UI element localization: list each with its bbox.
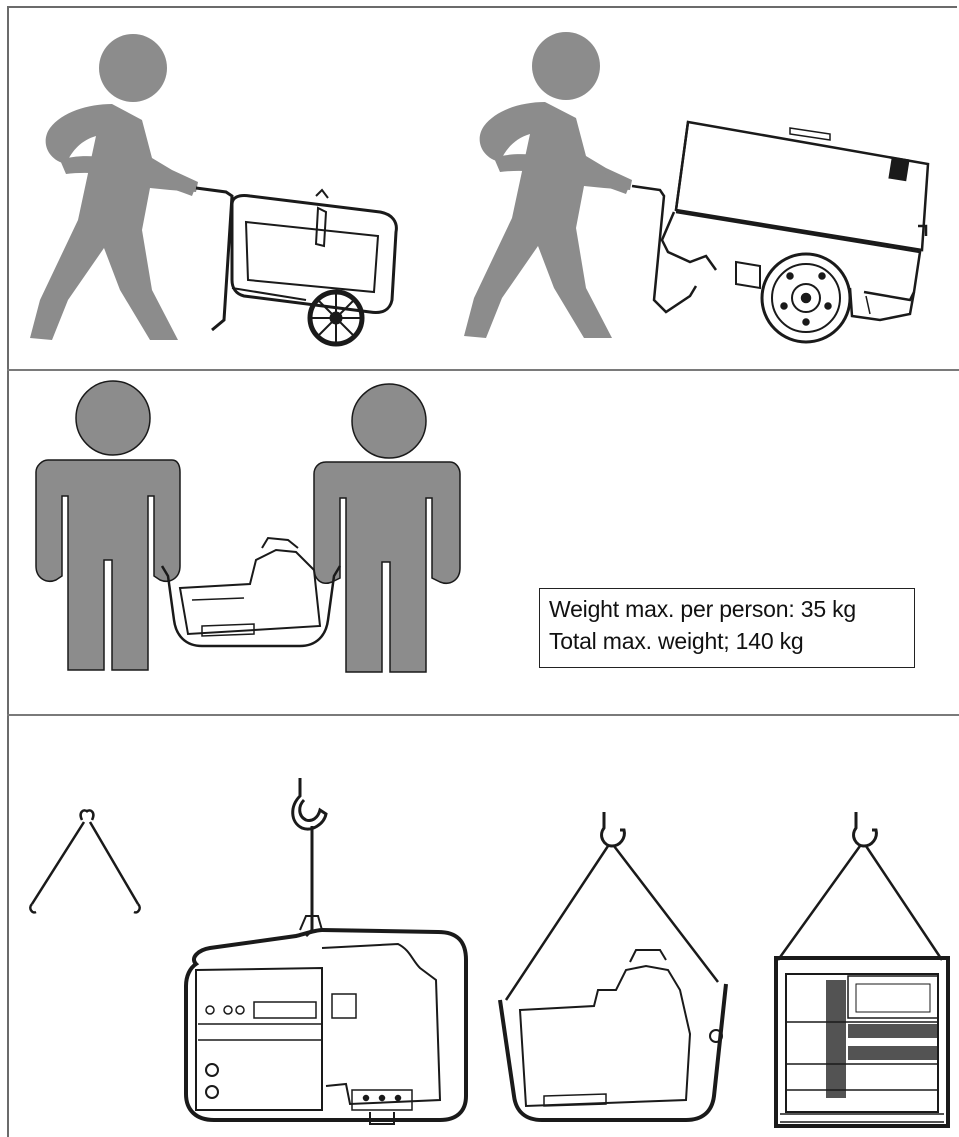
canopy-generator-lift <box>776 958 948 1126</box>
small-generator-with-wheels <box>196 188 396 344</box>
weight-per-person: Weight max. per person: 35 kg <box>549 593 914 625</box>
crane-hook-single-point <box>293 778 326 936</box>
weight-total: Total max. weight; 140 kg <box>549 625 914 657</box>
sling-accessory <box>30 810 139 912</box>
person-pushing-small-generator <box>30 34 198 340</box>
crane-hook-canopy <box>778 812 942 960</box>
weight-limit-notice: Weight max. per person: 35 kg Total max.… <box>539 588 915 668</box>
crane-hook-two-point <box>506 812 718 1000</box>
person-carrying-right <box>314 384 460 672</box>
generator-single-point-lift <box>186 916 466 1124</box>
large-canopy-generator-on-trailer <box>632 122 928 342</box>
person-pushing-large-generator <box>464 32 632 338</box>
generator-frame-two-point-lift <box>500 950 726 1120</box>
person-carrying-left <box>36 381 180 670</box>
